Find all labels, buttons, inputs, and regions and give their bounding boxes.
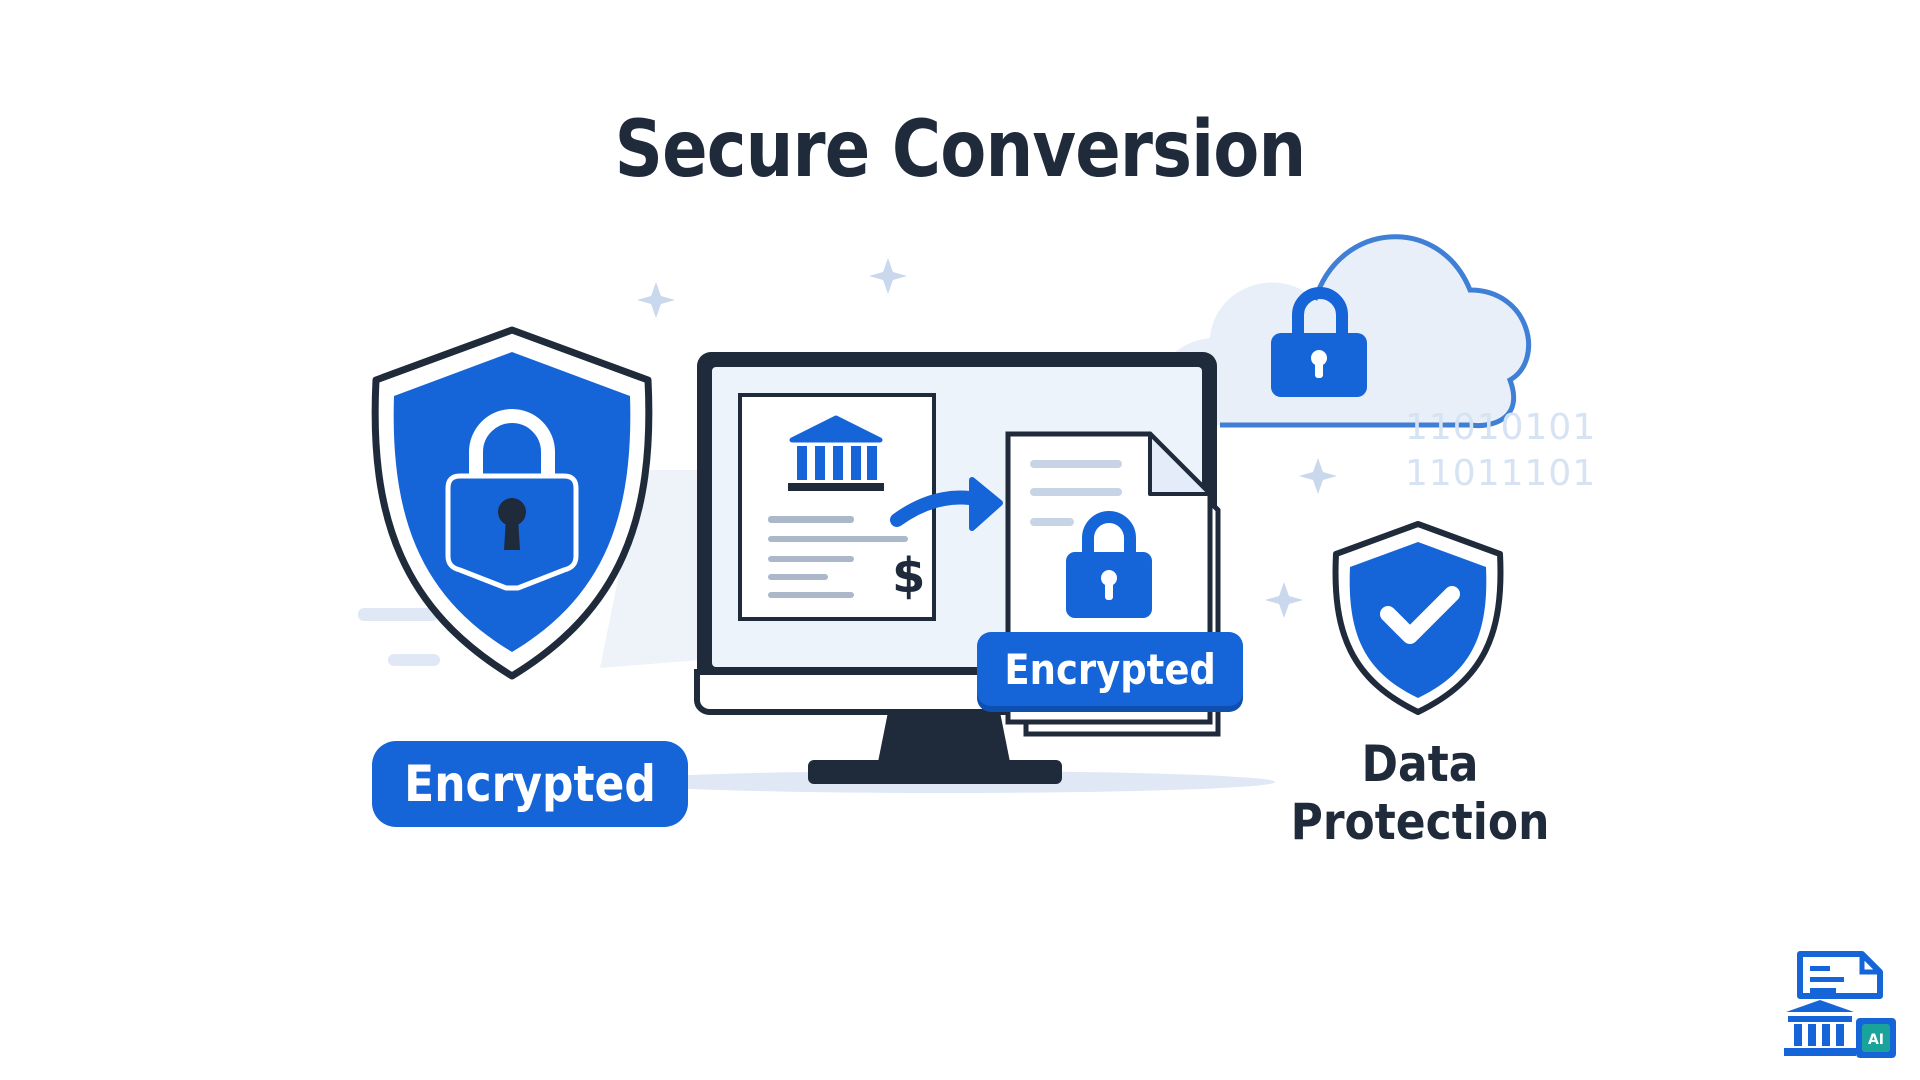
binary-decoration: 11010101 11011101 [1405,405,1596,497]
sparkle-icon [637,258,1337,618]
cloud-lock-icon [1160,234,1532,429]
badge-label: Encrypted [1004,644,1216,694]
shield-check-icon [1332,521,1504,715]
motion-lines [358,470,700,668]
encrypted-badge-left: Encrypted [372,741,688,827]
bank-document: $ [738,393,936,621]
badge-label: Encrypted [404,755,656,813]
encrypted-badge-document: Encrypted [977,632,1243,706]
logo-chip-text: AI [1868,1032,1884,1048]
bank-icon [788,415,884,491]
binary-line: 11010101 [1405,407,1597,448]
arrow-icon [890,477,1003,531]
data-protection-line2: Protection [1290,793,1550,851]
data-protection-line1: Data [1361,735,1479,793]
binary-line: 11011101 [1405,453,1597,494]
brand-logo-icon: AI [1784,951,1896,1058]
data-protection-label: Data Protection [1255,735,1585,851]
shield-lock-icon [371,326,653,680]
currency-symbol: $ [892,548,925,604]
page-title: Secure Conversion [614,105,1307,195]
